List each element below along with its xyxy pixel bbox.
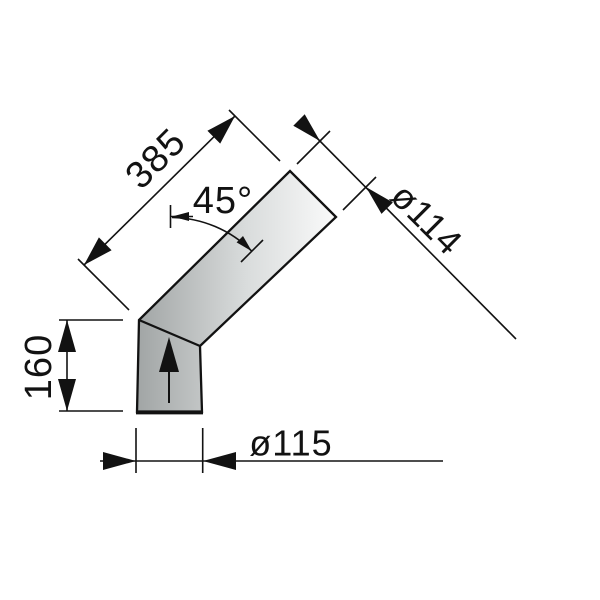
dim-114-extension-line-upper: [296, 130, 331, 165]
angle-axis-ray-stub: [240, 239, 264, 263]
dim-114-arrowhead-upper-icon: [293, 114, 320, 141]
dim-160: 160: [18, 319, 123, 412]
dim-385-dimension-line: [83, 115, 236, 266]
pipe-miter-joint-line: [138, 318, 201, 348]
dim-160-arrowhead-top-icon: [58, 320, 76, 352]
dim-115-label: ø115: [249, 423, 332, 464]
dim-385-label: 385: [118, 121, 195, 198]
dim-385-extension-line-lower: [77, 258, 130, 311]
pipe-body: [135, 169, 338, 415]
flow-direction-arrow-icon: [159, 337, 179, 403]
dim-45deg-label: 45°: [193, 180, 253, 222]
dim-114-dimension-line: [308, 129, 517, 340]
dim-45deg: 45°: [169, 180, 264, 263]
dim-160-label: 160: [18, 334, 60, 400]
dim-115: ø115: [100, 423, 443, 473]
dim-160-arrowhead-bottom-icon: [58, 379, 76, 411]
dim-115-arrowhead-right-icon: [203, 452, 236, 470]
angle-arrowhead-end-icon: [236, 236, 252, 252]
dim-114-extension-line-lower: [342, 176, 377, 211]
dim-385-arrowhead-lower-icon: [84, 237, 112, 265]
angle-arrowhead-start-icon: [172, 212, 189, 221]
dim-385-extension-line-upper: [228, 109, 281, 162]
dim-115-arrowhead-left-icon: [103, 452, 136, 470]
dim-114-arrowhead-lower-icon: [366, 187, 393, 214]
dim-385-arrowhead-upper-icon: [207, 116, 235, 144]
